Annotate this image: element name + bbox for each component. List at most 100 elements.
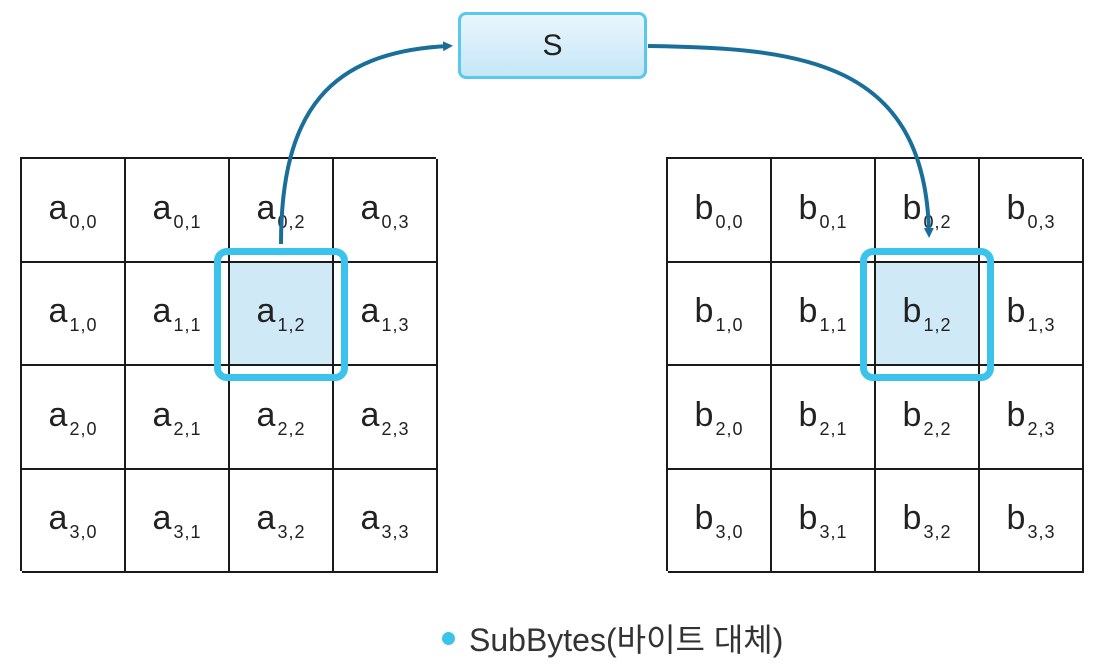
caption-text: SubBytes(바이트 대체) [469,622,784,658]
input-cell-highlight [214,248,348,381]
cell-base: a [360,395,380,434]
bullet-icon [442,631,455,645]
cell-base: a [152,188,172,227]
cell-base: a [48,292,68,331]
cell-base: a [360,188,380,227]
cell-index: 0,3 [1027,211,1056,232]
cell-index: 3,0 [715,522,744,543]
cell-index: 3,2 [277,522,306,543]
cell-index: 3,1 [819,522,848,543]
cell-base: b [798,292,818,331]
cell-index: 2,3 [1027,418,1056,439]
cell-index: 0,2 [277,211,306,232]
cell-base: b [902,292,922,331]
cell-base: b [1006,188,1026,227]
cell-index: 1,1 [819,315,848,336]
cell-base: b [694,292,714,331]
cell-base: a [360,499,380,538]
cell-base: a [256,292,276,331]
cell-base: a [48,499,68,538]
cell-base: b [798,499,818,538]
cell-base: b [902,499,922,538]
cell-index: 1,0 [715,315,744,336]
caption: SubBytes(바이트 대체) [442,615,783,661]
cell-index: 0,0 [69,211,98,232]
cell-base: b [1006,395,1026,434]
cell-base: b [798,188,818,227]
cell-base: a [48,188,68,227]
cell-index: 1,3 [381,315,410,336]
output-cell-highlight [860,248,994,381]
cell-index: 1,3 [1027,315,1056,336]
s-box: S [458,12,647,79]
cell-base: b [1006,499,1026,538]
cell-index: 0,1 [819,211,848,232]
cell-base: a [256,499,276,538]
cell-index: 2,1 [819,418,848,439]
cell-base: b [902,395,922,434]
cell-base: a [360,292,380,331]
cell-base: a [256,395,276,434]
cell-index: 0,2 [923,211,952,232]
s-box-label: S [542,28,563,62]
cell-index: 1,1 [173,315,202,336]
cell-index: 1,0 [69,315,98,336]
cell-base: a [256,188,276,227]
cell-base: b [694,188,714,227]
cell-index: 2,0 [715,418,744,439]
cell-index: 3,3 [1027,522,1056,543]
cell-index: 0,1 [173,211,202,232]
cell-base: b [1006,292,1026,331]
cell-index: 0,3 [381,211,410,232]
cell-base: a [152,499,172,538]
cell-base: b [798,395,818,434]
cell-index: 0,0 [715,211,744,232]
cell-index: 3,1 [173,522,202,543]
cell-index: 3,3 [381,522,410,543]
cell-base: b [902,188,922,227]
cell-base: a [48,395,68,434]
cell-base: b [694,395,714,434]
cell-base: b [694,499,714,538]
cell-index: 2,2 [923,418,952,439]
cell-index: 1,2 [923,315,952,336]
cell-base: a [152,395,172,434]
cell-index: 1,2 [277,315,306,336]
cell-index: 2,2 [277,418,306,439]
cell-index: 3,0 [69,522,98,543]
cell-index: 2,0 [69,418,98,439]
cell-index: 2,1 [173,418,202,439]
cell-base: a [152,292,172,331]
cell-index: 2,3 [381,418,410,439]
